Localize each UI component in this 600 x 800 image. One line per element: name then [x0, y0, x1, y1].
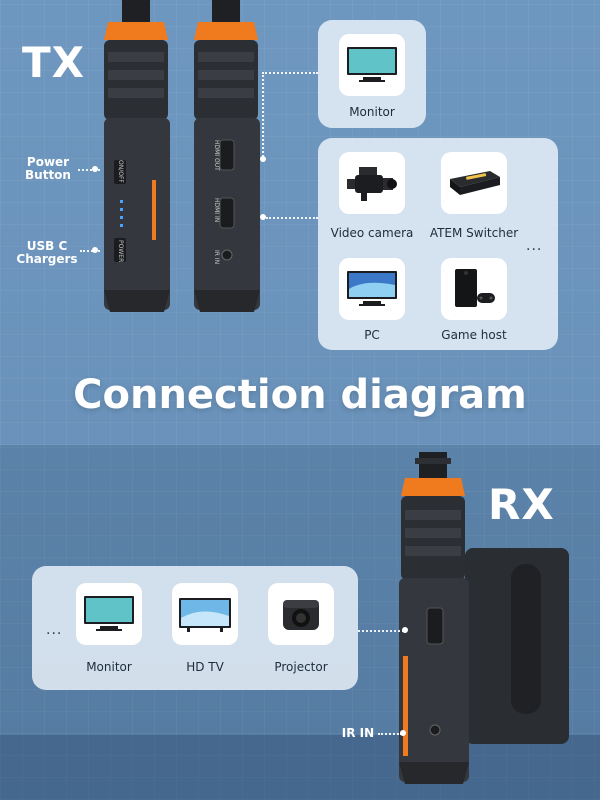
projector-icon [283, 600, 319, 630]
video-camera-icon [347, 167, 397, 201]
power-button-dot [92, 166, 98, 172]
page-title: Connection diagram [73, 372, 527, 418]
pc-label: PC [364, 328, 380, 342]
monitor-icon [84, 596, 134, 631]
video-camera-label: Video camera [330, 226, 414, 240]
ir-in-device-text: IR IN [213, 250, 220, 265]
atem-switcher-label: ATEM Switcher [429, 226, 519, 240]
tx-monitor-card [339, 34, 405, 96]
tx-device-left [104, 0, 170, 312]
power-button-label: Power Button [25, 155, 71, 182]
tx-input-line [266, 217, 318, 219]
hdmi-in-text: HDMI IN [213, 198, 220, 223]
power-text: POWER [117, 240, 124, 263]
tv-icon [179, 598, 231, 632]
hd-tv-label: HD TV [186, 660, 224, 674]
atem-switcher-icon [450, 171, 500, 195]
usb-c-line [80, 250, 100, 252]
game-console-icon [455, 269, 495, 307]
ir-in-label: IR IN [341, 726, 375, 740]
projector-card [268, 583, 334, 645]
rx-label: RX [488, 480, 555, 529]
tx-input-more: ... [526, 238, 543, 254]
video-camera-card [339, 152, 405, 214]
projector-label: Projector [274, 660, 328, 674]
usb-c-dot [92, 247, 98, 253]
rx-output-dot [402, 627, 408, 633]
rx-output-line [358, 630, 404, 632]
hd-tv-card [172, 583, 238, 645]
atem-switcher-card [441, 152, 507, 214]
pc-icon [347, 271, 397, 306]
ir-in-line [378, 733, 402, 735]
tx-label: TX [22, 38, 86, 87]
tx-monitor-label: Monitor [349, 105, 395, 119]
usb-c-label: USB C Chargers [16, 239, 78, 266]
power-button-line [78, 169, 100, 171]
rx-output-more: ... [46, 622, 63, 638]
tx-input-dot [260, 214, 266, 220]
hdmi-out-text: HDMI OUT [213, 140, 220, 171]
tx-device-right [194, 0, 260, 312]
rx-monitor-card [76, 583, 142, 645]
tx-output-dot [260, 156, 266, 162]
game-host-label: Game host [441, 328, 507, 342]
tx-output-hline [262, 72, 318, 74]
on-off-text: ON/OFF [117, 160, 124, 183]
game-host-card [441, 258, 507, 320]
rx-monitor-label: Monitor [86, 660, 132, 674]
pc-card [339, 258, 405, 320]
monitor-icon [347, 47, 397, 82]
rx-device [399, 452, 569, 784]
background-band [0, 735, 600, 800]
ir-in-dot [400, 730, 406, 736]
tx-output-vline [262, 72, 264, 160]
